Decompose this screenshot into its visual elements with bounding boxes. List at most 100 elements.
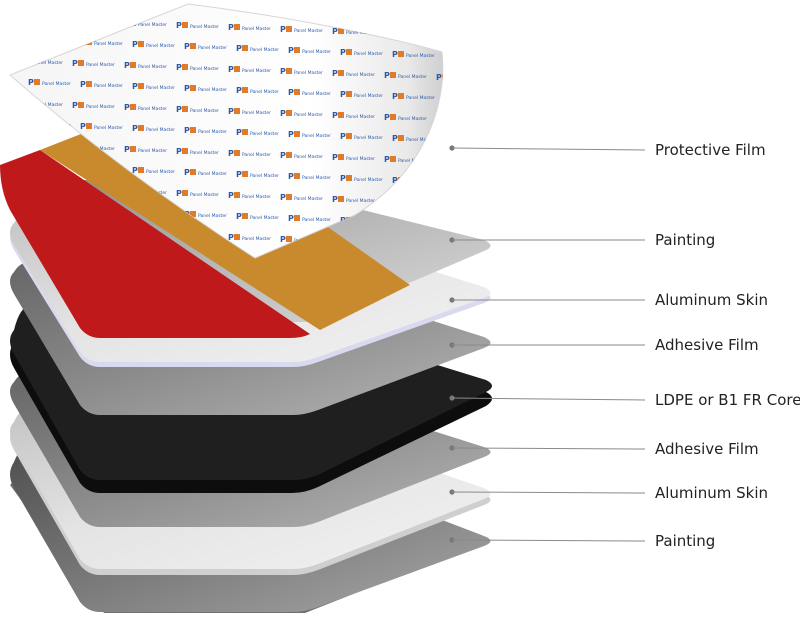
svg-text:Panel Master: Panel Master [398, 158, 427, 164]
svg-text:P: P [280, 25, 286, 34]
svg-text:P: P [184, 84, 190, 93]
svg-text:Panel Master: Panel Master [138, 64, 167, 70]
svg-text:P: P [228, 107, 234, 116]
svg-text:Panel Master: Panel Master [458, 97, 487, 103]
svg-text:Panel Master: Panel Master [242, 236, 271, 242]
film-logo: P Panel Master [444, 136, 487, 145]
film-logo: P Panel Master [28, 78, 71, 87]
svg-text:P: P [384, 155, 390, 164]
svg-text:Panel Master: Panel Master [190, 24, 219, 30]
svg-text:P: P [444, 220, 450, 229]
svg-text:P: P [72, 59, 78, 68]
label-aluminum-skin-bottom: Aluminum Skin [655, 484, 768, 502]
svg-text:Panel Master: Panel Master [450, 76, 479, 82]
label-aluminum-skin-top: Aluminum Skin [655, 291, 768, 309]
svg-text:P: P [176, 63, 182, 72]
svg-text:Panel Master: Panel Master [406, 137, 435, 143]
svg-text:P: P [444, 52, 450, 61]
svg-text:Panel Master: Panel Master [138, 106, 167, 112]
svg-text:P: P [176, 189, 182, 198]
svg-text:P: P [340, 90, 346, 99]
svg-text:P: P [288, 46, 294, 55]
svg-text:Panel Master: Panel Master [354, 177, 383, 183]
svg-text:Panel Master: Panel Master [250, 89, 279, 95]
svg-text:Panel Master: Panel Master [398, 74, 427, 80]
svg-text:P: P [332, 111, 338, 120]
svg-text:Panel Master: Panel Master [450, 118, 479, 124]
svg-text:P: P [444, 136, 450, 145]
svg-text:P: P [20, 15, 26, 24]
svg-text:P: P [384, 29, 390, 38]
svg-text:Panel Master: Panel Master [198, 171, 227, 177]
label-painting-top: Painting [655, 231, 716, 249]
leader-line-core [451, 397, 646, 401]
svg-text:P: P [332, 27, 338, 36]
svg-text:Panel Master: Panel Master [406, 95, 435, 101]
label-painting-bottom: Painting [655, 532, 716, 550]
svg-text:P: P [132, 166, 138, 175]
svg-text:Panel Master: Panel Master [42, 39, 71, 45]
svg-text:P: P [436, 115, 442, 124]
svg-text:Panel Master: Panel Master [242, 68, 271, 74]
svg-text:P: P [176, 105, 182, 114]
svg-text:P: P [132, 124, 138, 133]
svg-text:P: P [280, 235, 286, 244]
svg-text:Panel Master: Panel Master [146, 43, 175, 49]
label-core: LDPE or B1 FR Core [655, 391, 800, 409]
film-logo: P Panel Master [436, 115, 479, 124]
svg-text:Panel Master: Panel Master [450, 160, 479, 166]
svg-text:Panel Master: Panel Master [242, 194, 271, 200]
svg-text:Panel Master: Panel Master [242, 26, 271, 32]
label-protective-film: Protective Film [655, 141, 766, 159]
svg-text:Panel Master: Panel Master [42, 81, 71, 87]
svg-text:P: P [332, 153, 338, 162]
svg-text:P: P [236, 170, 242, 179]
svg-text:P: P [392, 176, 398, 185]
film-logo: P Panel Master [124, 61, 167, 70]
svg-text:Panel Master: Panel Master [294, 70, 323, 76]
svg-text:Panel Master: Panel Master [190, 108, 219, 114]
svg-text:Panel Master: Panel Master [458, 139, 487, 145]
leader-lines [449, 145, 646, 543]
svg-text:Panel Master: Panel Master [34, 18, 63, 24]
film-logo: P Panel Master [132, 166, 175, 175]
svg-text:P: P [72, 17, 78, 26]
svg-text:P: P [124, 19, 130, 28]
svg-text:P: P [124, 61, 130, 70]
svg-text:P: P [28, 78, 34, 87]
svg-text:P: P [176, 147, 182, 156]
svg-text:P: P [436, 31, 442, 40]
svg-text:Panel Master: Panel Master [250, 131, 279, 137]
svg-text:Panel Master: Panel Master [146, 169, 175, 175]
svg-text:P: P [228, 23, 234, 32]
svg-text:Panel Master: Panel Master [294, 196, 323, 202]
film-logo: P Panel Master [176, 105, 219, 114]
